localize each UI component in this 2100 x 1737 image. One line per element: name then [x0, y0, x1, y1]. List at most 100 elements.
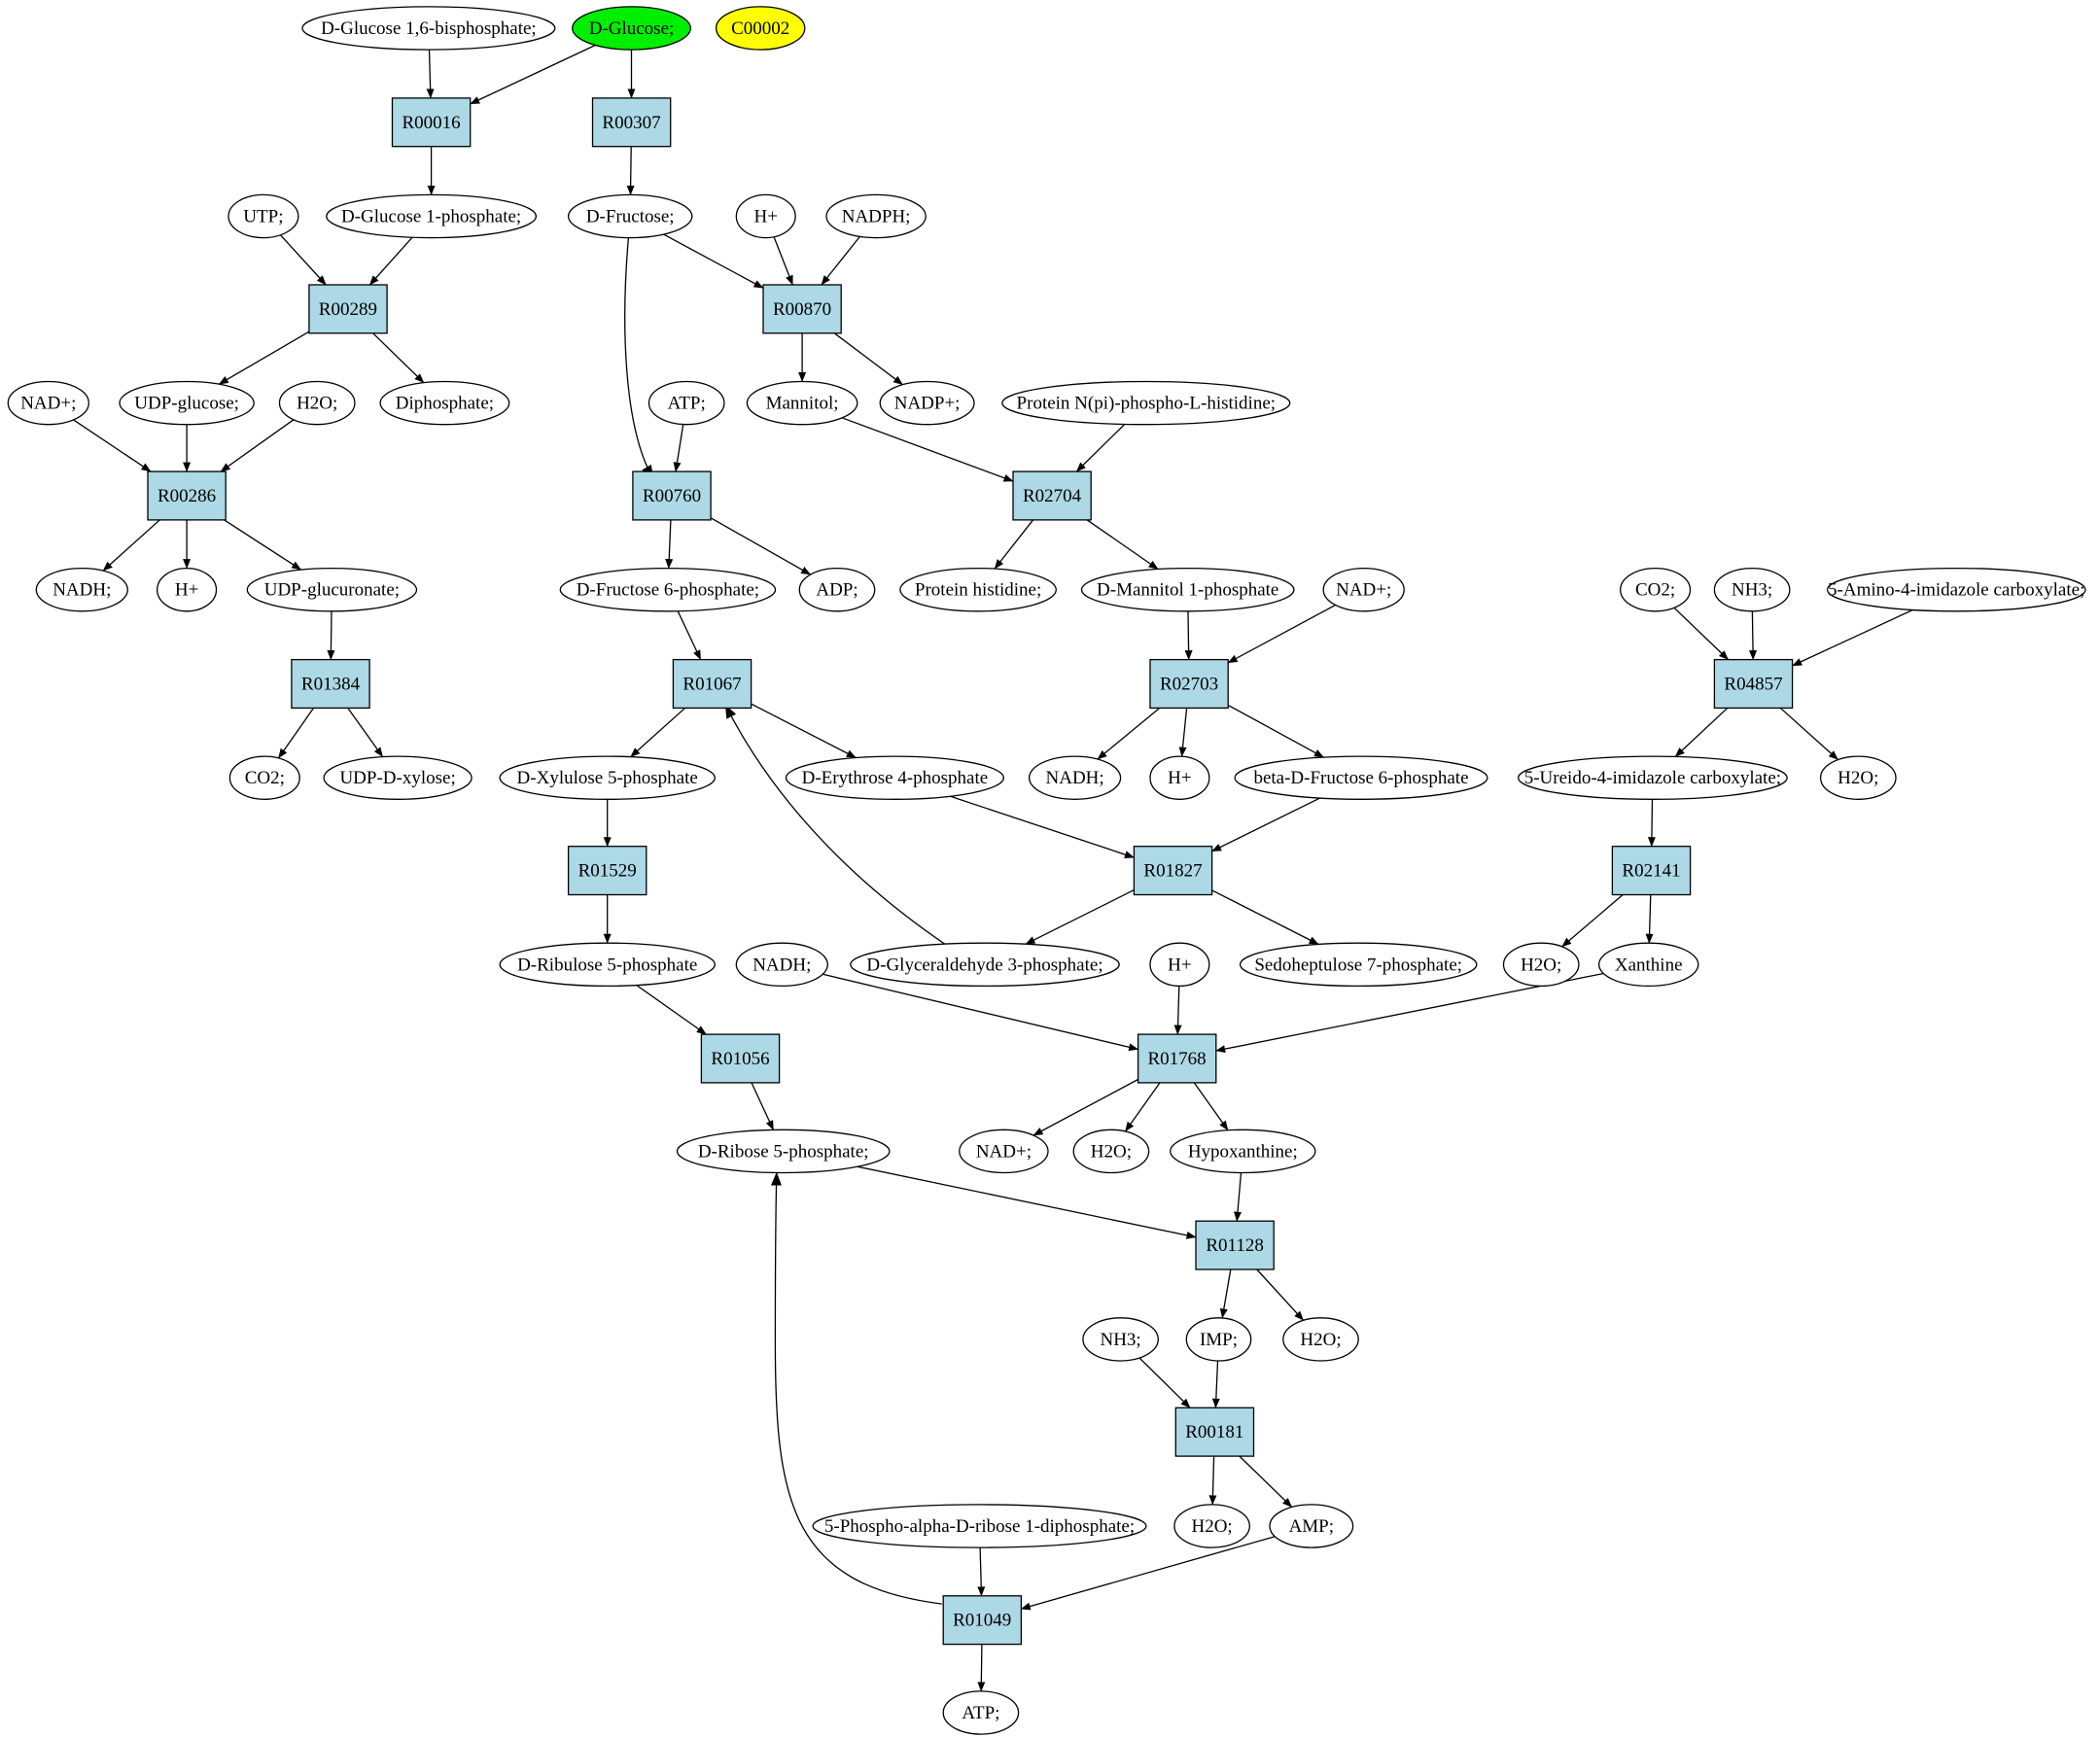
- compound-node[interactable]: NADP+;: [879, 380, 975, 426]
- compound-node[interactable]: D-Ribulose 5-phosphate: [499, 942, 716, 988]
- edge-r2-to-c6: [626, 146, 635, 195]
- compound-label: NADP+;: [894, 394, 961, 414]
- reaction-node[interactable]: R01529: [567, 846, 648, 896]
- compound-node[interactable]: H2O;: [1819, 755, 1897, 800]
- compound-node[interactable]: Hypoxanthine;: [1170, 1129, 1316, 1174]
- edge-r10-to-c34: [1227, 704, 1324, 758]
- compound-node[interactable]: Diphosphate;: [379, 380, 510, 426]
- compound-node[interactable]: Protein histidine;: [899, 567, 1057, 612]
- compound-shape: [1149, 942, 1210, 988]
- compound-node[interactable]: D-Erythrose 4-phosphate: [785, 755, 1004, 800]
- compound-label: H+: [175, 580, 198, 601]
- compound-node[interactable]: UDP-glucuronate;: [246, 567, 418, 612]
- reaction-node[interactable]: R02141: [1611, 846, 1692, 896]
- compound-node[interactable]: AMP;: [1269, 1504, 1354, 1548]
- compound-node[interactable]: C00002: [715, 6, 806, 51]
- compound-node[interactable]: NAD+;: [7, 380, 89, 426]
- compound-node[interactable]: ADP;: [798, 567, 876, 612]
- compound-node[interactable]: beta-D-Fructose 6-phosphate: [1234, 755, 1488, 800]
- edge-c39-to-r9: [725, 704, 947, 946]
- reaction-node[interactable]: R01128: [1195, 1220, 1275, 1270]
- reaction-node[interactable]: R01827: [1133, 846, 1213, 896]
- compound-label: Mannitol;: [766, 394, 839, 414]
- compound-node[interactable]: D-Glyceraldehyde 3-phosphate;: [850, 942, 1120, 988]
- compound-node[interactable]: H2O;: [1173, 1504, 1250, 1548]
- reaction-node[interactable]: R00016: [391, 97, 472, 148]
- compound-shape: [119, 380, 255, 426]
- compound-node[interactable]: D-Glucose 1-phosphate;: [326, 193, 538, 239]
- reaction-node[interactable]: R00286: [147, 470, 227, 521]
- compound-node[interactable]: H+: [157, 567, 218, 612]
- compound-label: D-Fructose 6-phosphate;: [577, 580, 759, 601]
- reaction-node[interactable]: R01768: [1137, 1033, 1217, 1084]
- compound-shape: [715, 6, 806, 51]
- compound-node[interactable]: NADH;: [1028, 755, 1122, 800]
- reaction-label: R01049: [953, 1611, 1011, 1631]
- compound-node[interactable]: UTP;: [228, 193, 299, 239]
- compound-node[interactable]: NH3;: [1082, 1317, 1159, 1362]
- reaction-node[interactable]: R00289: [308, 284, 388, 334]
- edge-c16-to-r7: [1075, 424, 1126, 472]
- compound-label: D-Ribose 5-phosphate;: [698, 1141, 869, 1162]
- compound-node[interactable]: NADH;: [735, 942, 828, 988]
- compound-node[interactable]: ATP;: [648, 380, 725, 426]
- compound-shape: [785, 755, 1004, 800]
- compound-shape: [1028, 755, 1122, 800]
- compound-node[interactable]: D-Fructose 6-phosphate;: [559, 567, 777, 612]
- compound-node[interactable]: H2O;: [278, 380, 356, 426]
- compound-node[interactable]: 5-Phospho-alpha-D-ribose 1-diphosphate;: [812, 1504, 1147, 1548]
- reaction-node[interactable]: R01384: [291, 658, 370, 710]
- compound-shape: [1082, 1317, 1159, 1362]
- compound-node[interactable]: Sedoheptulose 7-phosphate;: [1239, 942, 1478, 988]
- compound-node[interactable]: D-Xylulose 5-phosphate: [499, 755, 716, 800]
- reaction-node[interactable]: R00870: [762, 284, 842, 334]
- reaction-node[interactable]: R01056: [700, 1033, 781, 1084]
- compound-shape: [559, 567, 777, 612]
- reaction-node[interactable]: R00181: [1174, 1407, 1255, 1457]
- edge-c23-to-r10: [1184, 610, 1193, 661]
- reaction-node[interactable]: R02704: [1012, 470, 1092, 521]
- compound-node[interactable]: H+: [735, 193, 796, 239]
- reaction-node[interactable]: R01067: [672, 658, 752, 710]
- compound-label: Diphosphate;: [396, 394, 494, 414]
- compound-node[interactable]: H2O;: [1282, 1317, 1359, 1362]
- compound-node[interactable]: D-Mannitol 1-phosphate: [1080, 567, 1295, 612]
- compound-node[interactable]: H2O;: [1072, 1129, 1150, 1174]
- compound-node[interactable]: 5-Ureido-4-imidazole carboxylate;: [1518, 755, 1788, 800]
- compound-shape: [301, 6, 556, 51]
- reaction-node[interactable]: R01049: [942, 1595, 1023, 1646]
- compound-label: H2O;: [1521, 955, 1561, 975]
- compound-node[interactable]: H+: [1149, 942, 1210, 988]
- compound-node[interactable]: D-Glucose 1,6-bisphosphate;: [301, 6, 556, 51]
- reaction-node[interactable]: R00307: [591, 97, 672, 148]
- reaction-node[interactable]: R04857: [1713, 658, 1794, 710]
- reaction-box: [1012, 470, 1092, 521]
- compound-node[interactable]: NADPH;: [825, 193, 927, 239]
- compound-node[interactable]: D-Ribose 5-phosphate;: [676, 1129, 891, 1174]
- compound-label: H2O;: [297, 394, 337, 414]
- compound-node[interactable]: 5-Amino-4-imidazole carboxylate;: [1826, 567, 2086, 612]
- compound-node[interactable]: D-Fructose;: [567, 193, 693, 239]
- compound-node[interactable]: NAD+;: [959, 1129, 1049, 1174]
- compound-node[interactable]: UDP-glucose;: [119, 380, 255, 426]
- compound-node[interactable]: NAD+;: [1322, 567, 1405, 612]
- reaction-box: [291, 658, 370, 710]
- compound-node[interactable]: NADH;: [35, 567, 128, 612]
- compound-node[interactable]: CO2;: [228, 755, 300, 800]
- compound-node[interactable]: Protein N(pi)-phospho-L-histidine;: [1001, 380, 1291, 426]
- reaction-node[interactable]: R00760: [632, 470, 712, 521]
- compound-node[interactable]: CO2;: [1620, 567, 1692, 612]
- compound-node[interactable]: H+: [1149, 755, 1210, 800]
- compound-node[interactable]: NH3;: [1713, 567, 1791, 612]
- compound-node[interactable]: Mannitol;: [746, 380, 858, 426]
- compound-node[interactable]: UDP-D-xylose;: [323, 755, 472, 800]
- compound-shape: [572, 6, 691, 51]
- reaction-node[interactable]: R02703: [1149, 658, 1229, 710]
- compound-node[interactable]: H2O;: [1502, 942, 1580, 988]
- compound-node[interactable]: ATP;: [942, 1690, 1020, 1735]
- compound-node[interactable]: IMP;: [1185, 1317, 1252, 1362]
- edge-c44-to-r17: [857, 1165, 1197, 1239]
- compound-shape: [1518, 755, 1788, 800]
- compound-node[interactable]: Xanthine: [1597, 942, 1699, 988]
- compound-node[interactable]: D-Glucose;: [572, 6, 691, 51]
